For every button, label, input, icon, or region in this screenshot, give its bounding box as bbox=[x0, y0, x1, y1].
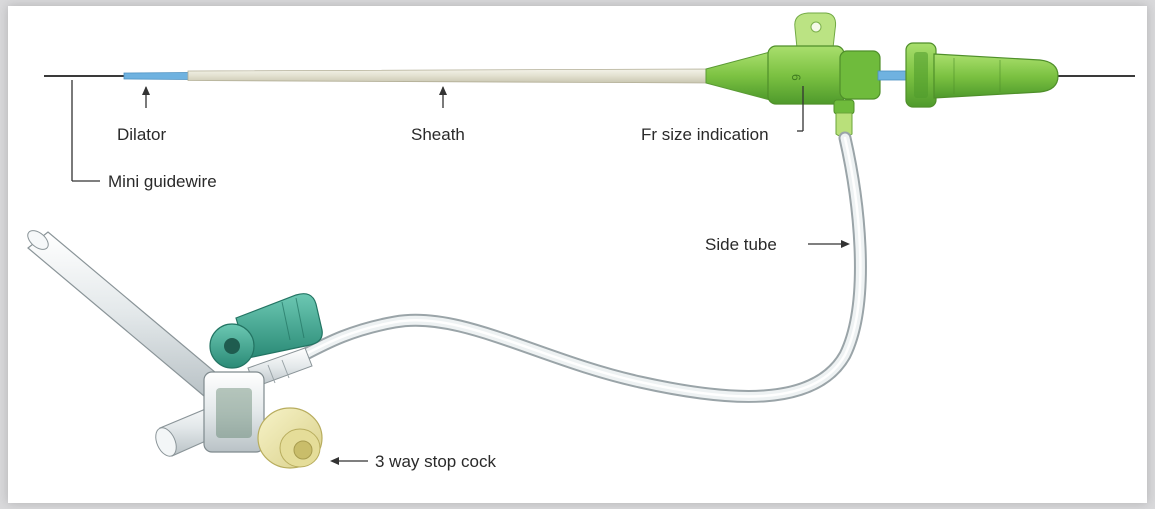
dilator-arrow bbox=[142, 86, 150, 95]
stopcock-core bbox=[216, 388, 252, 438]
hub-valve bbox=[840, 51, 880, 99]
side-tube-outline bbox=[300, 138, 860, 396]
dilator-cap-ridge bbox=[914, 52, 928, 98]
label-side-tube: Side tube bbox=[705, 235, 777, 254]
label-stop-cock: 3 way stop cock bbox=[375, 452, 496, 471]
stopcock-arm-upper bbox=[28, 232, 222, 396]
stopcock-knob-center bbox=[224, 338, 240, 354]
hub-body bbox=[768, 46, 844, 104]
stop-cock-arrow bbox=[330, 457, 339, 465]
sheath-arrow bbox=[439, 86, 447, 95]
label-dilator: Dilator bbox=[117, 125, 166, 144]
fr-size-mark: 6 bbox=[789, 74, 803, 81]
side-port bbox=[834, 100, 854, 114]
label-sheath: Sheath bbox=[411, 125, 465, 144]
dilator bbox=[124, 73, 190, 80]
dilator-handle bbox=[934, 54, 1058, 98]
side-tube-highlight bbox=[300, 138, 860, 396]
side-tube-arrow bbox=[841, 240, 850, 248]
side-tube bbox=[300, 138, 860, 396]
hub-taper bbox=[706, 52, 770, 100]
label-mini-guidewire: Mini guidewire bbox=[108, 172, 217, 191]
stopcock-cap bbox=[258, 408, 322, 468]
hub-tab-hole bbox=[811, 22, 821, 32]
label-fr-size: Fr size indication bbox=[641, 125, 769, 144]
sheath-body bbox=[188, 69, 708, 83]
